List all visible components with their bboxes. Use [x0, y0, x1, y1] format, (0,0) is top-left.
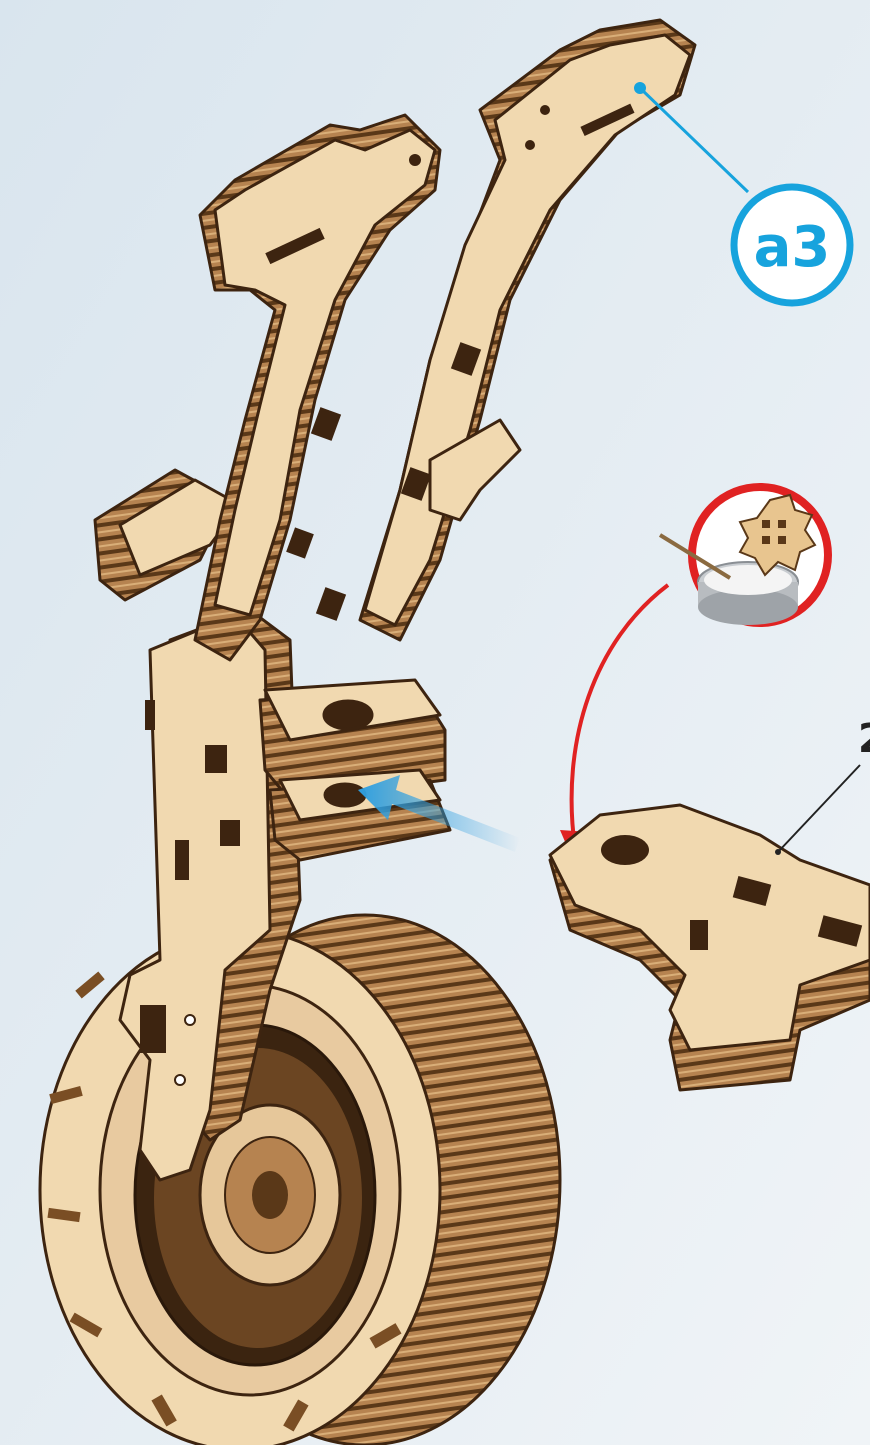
wheel	[40, 915, 560, 1445]
callout-dot	[634, 82, 646, 94]
part-number-label: 2	[858, 716, 870, 762]
callout-label: a3	[754, 215, 831, 280]
